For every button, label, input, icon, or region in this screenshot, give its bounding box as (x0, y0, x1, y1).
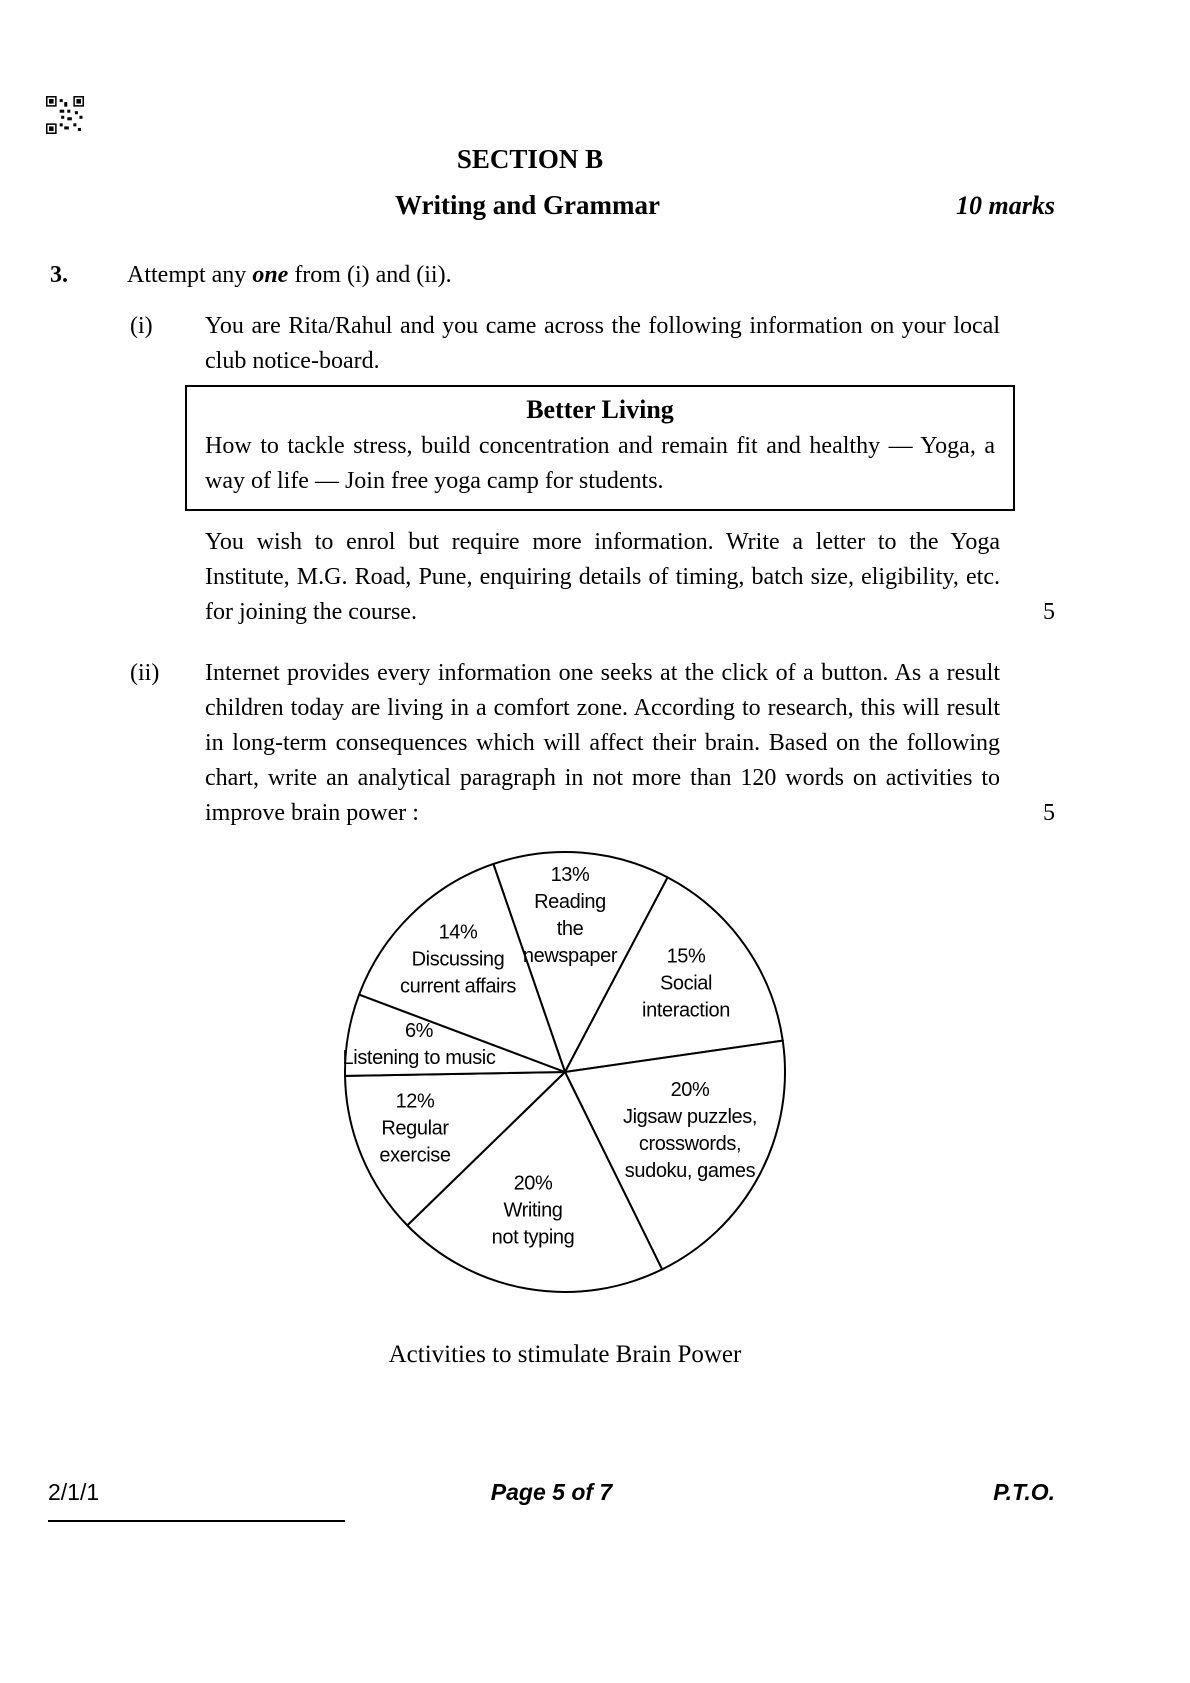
intro-text-emphasis: one (252, 262, 289, 288)
part-ii-marks: 5 (1043, 800, 1055, 826)
pie-label-6: 6%Listening to music (342, 1020, 496, 1069)
question-part-ii: (ii) Internet provides every information… (130, 656, 1055, 831)
chart-caption: Activities to stimulate Brain Power (388, 1341, 742, 1368)
pto-label: P.T.O. (993, 1479, 1055, 1505)
pie-slice-1 (492, 851, 669, 1073)
total-marks: 10 marks (956, 191, 1055, 220)
part-i-label: (i) (130, 313, 153, 339)
page-number: Page 5 of 7 (490, 1479, 613, 1505)
pie-label-3: 20%Jigsaw puzzles,crosswords,sudoku, gam… (622, 1079, 758, 1182)
pie-chart-svg (344, 851, 786, 1293)
notice-box: Better Living How to tackle stress, buil… (185, 385, 1015, 511)
intro-text-pre: Attempt any (127, 262, 253, 288)
question-3-intro-row: 3. Attempt any one from (i) and (ii). (50, 258, 1055, 293)
pie-slice-5 (344, 1071, 566, 1227)
subtitle-row: Writing and Grammar 10 marks (0, 188, 1055, 222)
section-subtitle: Writing and Grammar (395, 190, 660, 220)
footer: 2/1/1 Page 5 of 7 P.T.O. (48, 1475, 1055, 1522)
section-title: SECTION B (456, 144, 604, 174)
pie-slice-7 (358, 862, 566, 1073)
question-number: 3. (50, 262, 68, 288)
pie-slice-3 (564, 1039, 786, 1271)
qr-code (46, 96, 84, 134)
part-i-task: You wish to enrol but require more infor… (205, 529, 1000, 625)
notice-title: Better Living (526, 395, 674, 424)
question-part-i: (i) You are Rita/Rahul and you came acro… (130, 309, 1055, 630)
intro-text-post: from (i) and (ii). (288, 262, 452, 288)
part-i-marks: 5 (1043, 599, 1055, 625)
part-ii-label: (ii) (130, 660, 160, 686)
question-intro: Attempt any one from (i) and (ii). (127, 258, 452, 293)
pie-slice-2 (564, 876, 784, 1073)
paper-code: 2/1/1 (48, 1475, 345, 1522)
exam-page: SECTION B Writing and Grammar 10 marks 3… (0, 96, 1055, 1522)
part-ii-text: Internet provides every information one … (205, 660, 1000, 826)
notice-body: How to tackle stress, build concentratio… (205, 433, 995, 494)
pie-slice-4 (406, 1071, 664, 1293)
part-i-intro: You are Rita/Rahul and you came across t… (205, 313, 1000, 374)
